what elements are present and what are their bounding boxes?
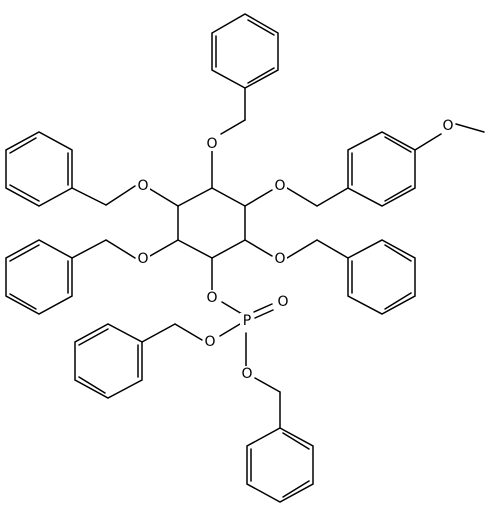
bond-lines xyxy=(5,13,485,503)
atom-labels: O O O O O O P O O O O xyxy=(136,118,455,382)
phosphate-benzyl-left xyxy=(141,323,203,343)
atom-o-phosphate-left: O xyxy=(204,334,215,350)
atom-o-mid-left: O xyxy=(137,251,148,267)
cyclohexane-ring xyxy=(177,187,246,259)
atom-o-upper-right: O xyxy=(274,178,285,194)
atom-phosphorus: P xyxy=(243,313,251,329)
benzyloxy-mid-left xyxy=(71,239,179,259)
atom-o-double-bond: O xyxy=(277,294,288,310)
phosphate-benzyl-bottom xyxy=(254,377,281,429)
benzene-ring-mid-right xyxy=(347,239,416,315)
atom-o-ring-bottom: O xyxy=(206,290,217,306)
atom-o-phosphate-bottom: O xyxy=(241,366,252,382)
atom-o-upper-left: O xyxy=(137,178,148,194)
benzyloxy-mid-right xyxy=(244,239,349,259)
benzyloxy-upper-left xyxy=(71,185,179,207)
atom-o-methoxy: O xyxy=(442,118,453,134)
benzene-ring-phosphate-left xyxy=(74,323,143,399)
benzene-ring-mid-left xyxy=(5,239,73,315)
methoxybenzyloxy xyxy=(244,187,349,207)
benzene-ring-phosphate-bottom xyxy=(246,427,314,503)
phosphate-group xyxy=(211,257,274,367)
atom-o-top: O xyxy=(206,136,217,152)
benzene-ring-methoxyphenyl xyxy=(347,123,485,207)
benzyloxy-top xyxy=(211,87,246,189)
benzene-ring-upper-left xyxy=(5,131,73,207)
atom-o-mid-right: O xyxy=(274,251,285,267)
benzene-ring-top xyxy=(211,13,279,89)
